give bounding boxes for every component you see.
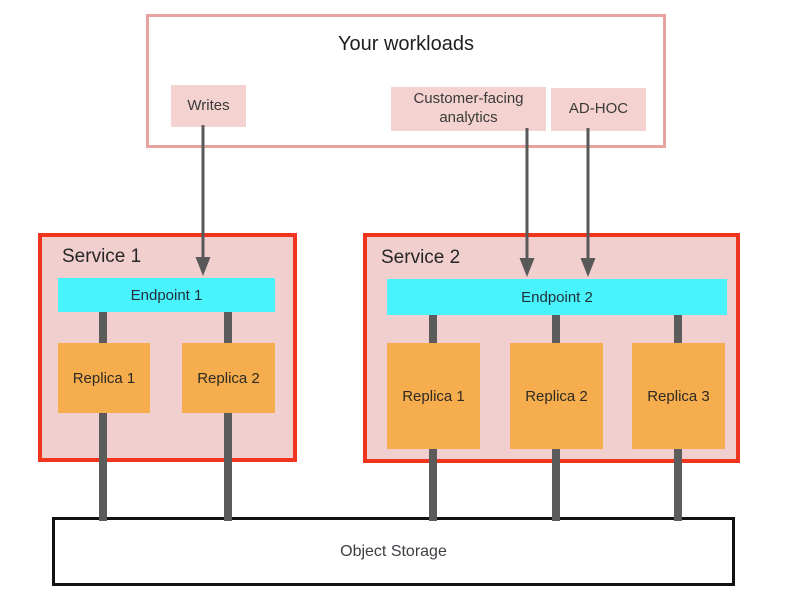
workload-chip-writes: Writes: [171, 85, 246, 127]
connector-bar: [224, 310, 232, 521]
service-1-endpoint: Endpoint 1: [58, 278, 275, 312]
service-2-endpoint: Endpoint 2: [387, 279, 727, 315]
workloads-title: Your workloads: [337, 33, 474, 55]
service-2-label: Service 2: [381, 247, 461, 268]
service-2-box: Service 2 Replica 1 Replica 2 Replica 3 …: [363, 233, 740, 521]
connector-bar: [99, 310, 107, 521]
service-1-replica-1: Replica 1: [58, 343, 150, 413]
service-1-label: Service 1: [62, 246, 142, 267]
workloads-group-box: Your workloads Writes Customer-facing an…: [146, 14, 666, 148]
object-storage-label: Object Storage: [340, 542, 447, 560]
service-2-replica-3: Replica 3: [632, 343, 725, 449]
object-storage-box: Object Storage: [52, 517, 735, 586]
service-1-replica-2: Replica 2: [182, 343, 275, 413]
service-1-box: Service 1 Replica 1 Replica 2 Endpoint 1: [38, 233, 297, 521]
service-2-replica-2: Replica 2: [510, 343, 603, 449]
service-2-replica-1: Replica 1: [387, 343, 480, 449]
workload-chip-customer-facing-analytics: Customer-facing analytics: [391, 87, 546, 131]
workload-chip-ad-hoc: AD-HOC: [551, 88, 646, 131]
